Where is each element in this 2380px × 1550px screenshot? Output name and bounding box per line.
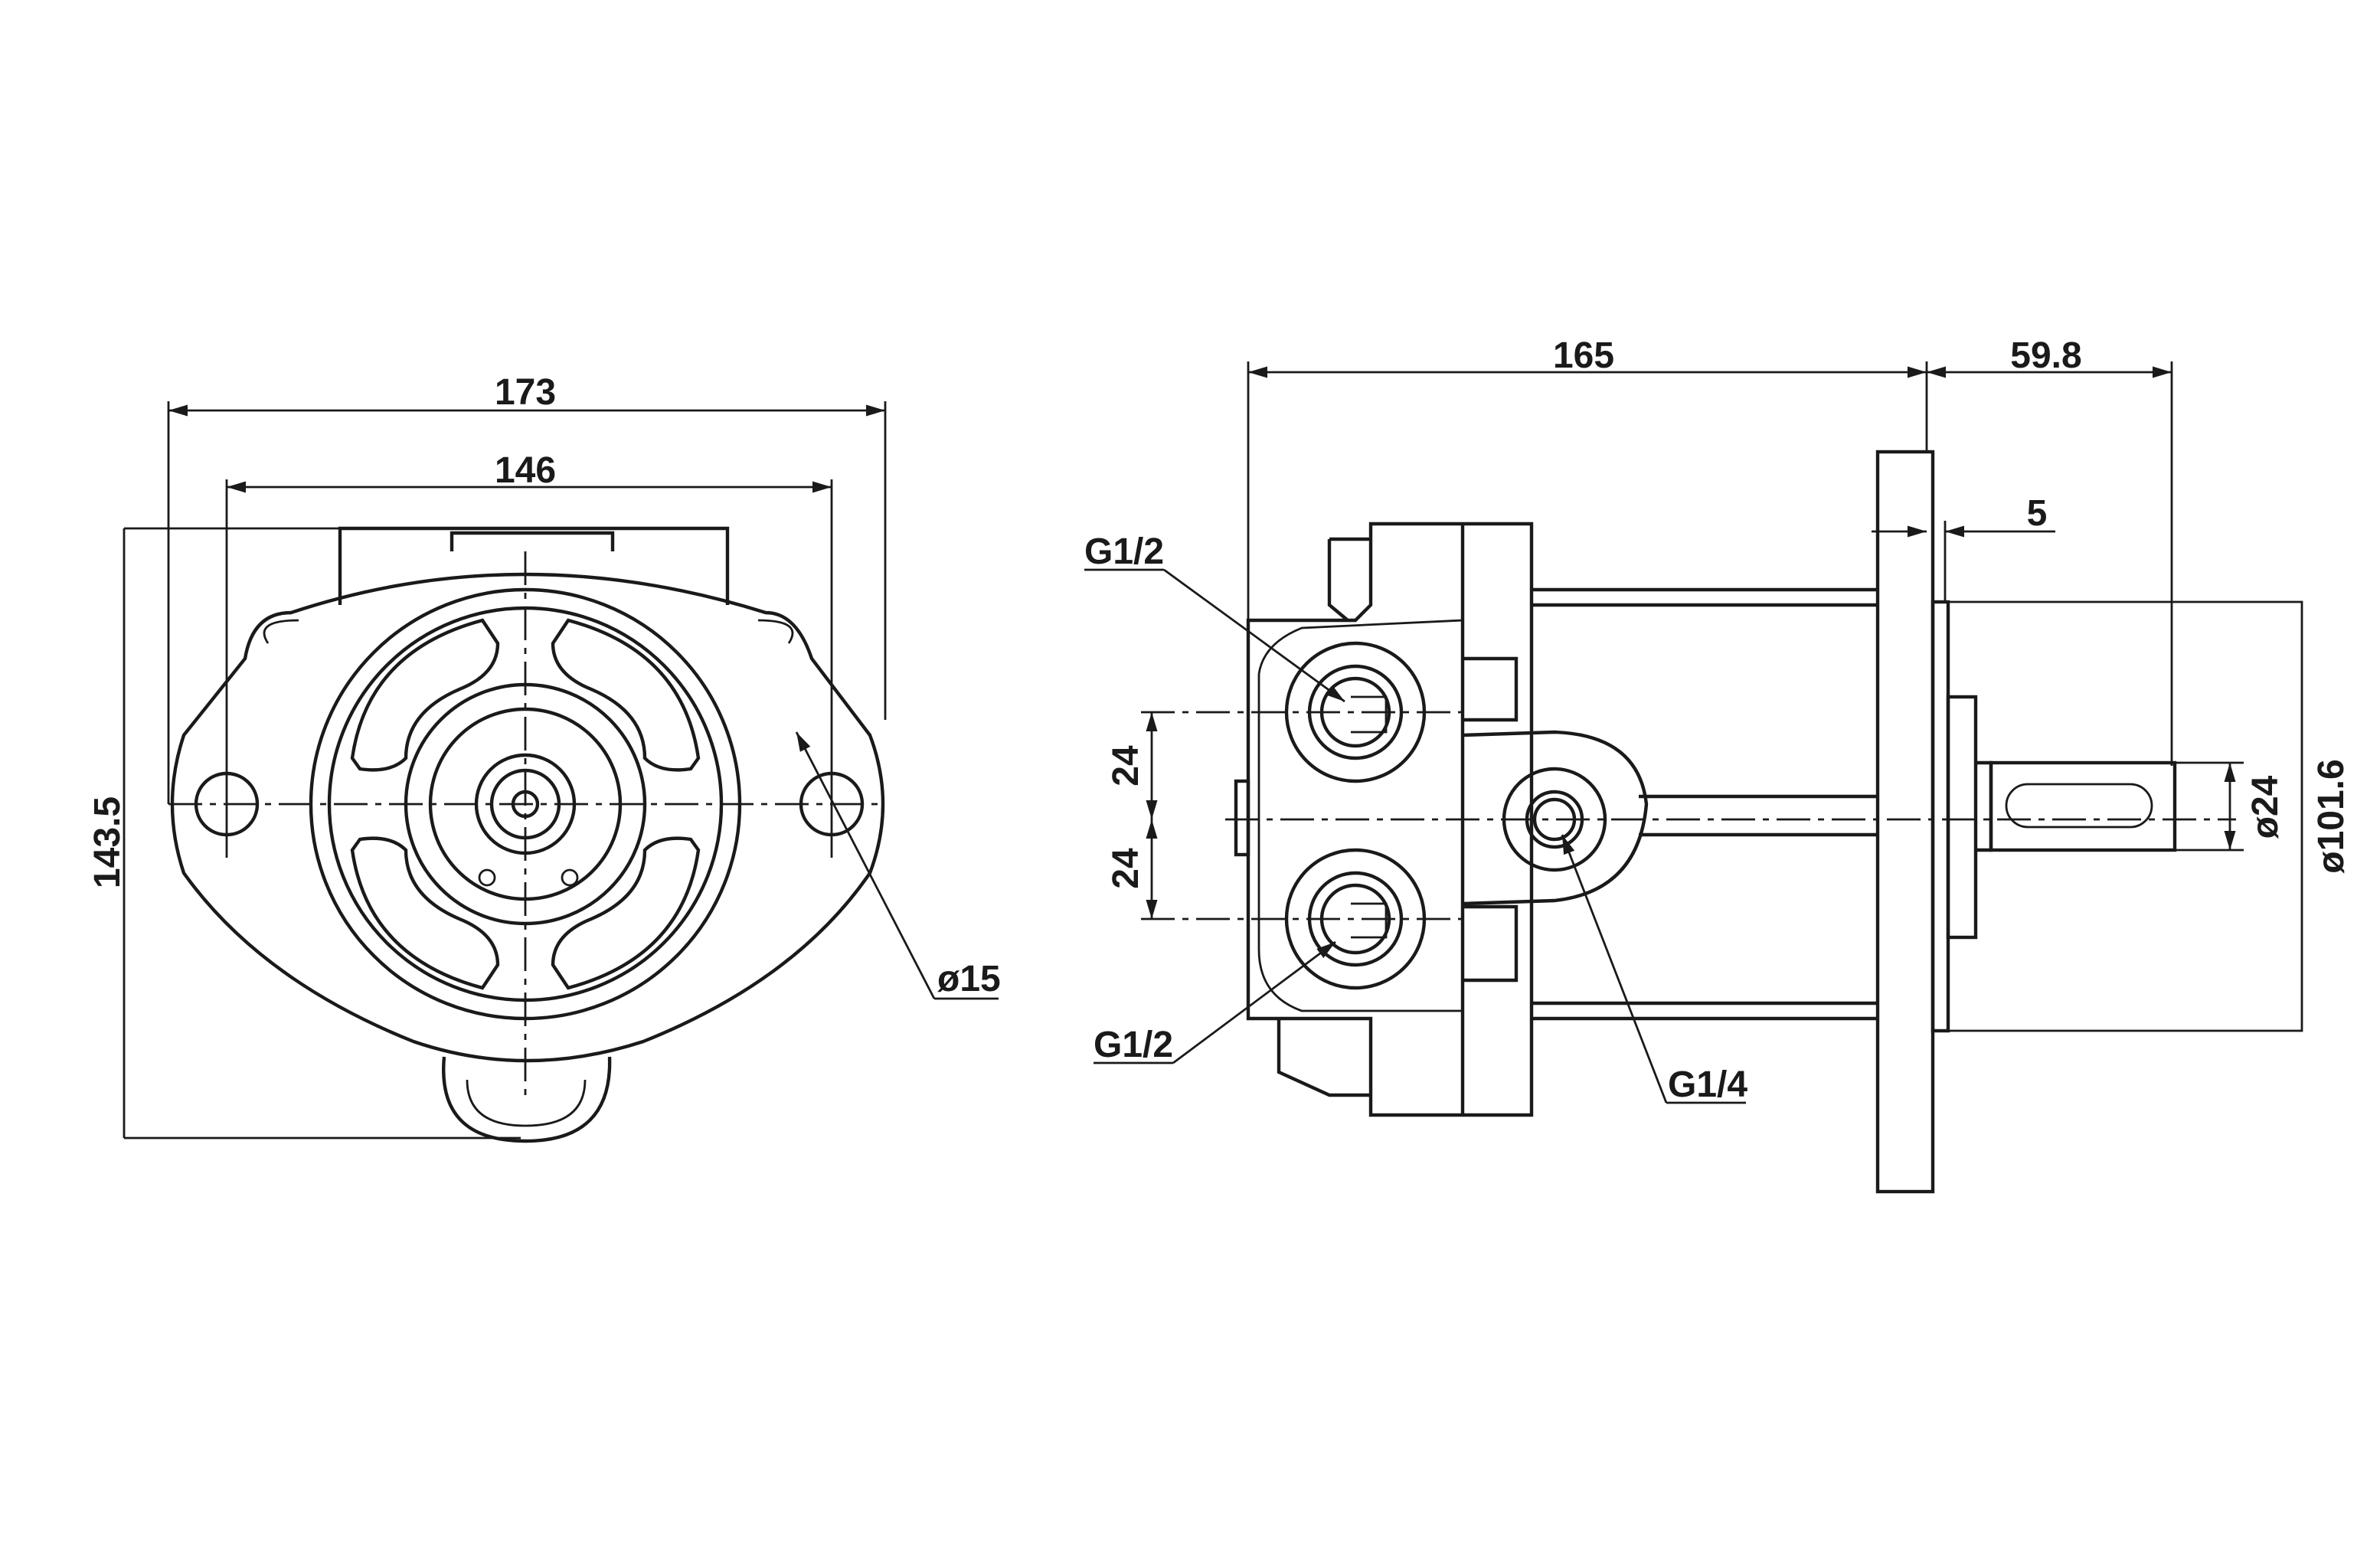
dimension-overall-width: 173 <box>168 372 885 417</box>
dimension-hole-spacing: 146 <box>227 450 832 493</box>
svg-text:165: 165 <box>1553 335 1614 376</box>
dimension-shaft-length: 59.8 <box>1927 335 2172 378</box>
svg-text:143.5: 143.5 <box>87 796 128 888</box>
dimension-port-offset-upper: 24 <box>1106 712 1158 819</box>
svg-text:24: 24 <box>1106 745 1146 786</box>
port-label-lower: G1/2 <box>1094 940 1336 1065</box>
dimension-pilot-diameter: ø101.6 <box>2311 759 2352 873</box>
dimension-height: 143.5 <box>87 796 128 888</box>
dimension-hole-diameter: ø15 <box>795 731 1001 1000</box>
dimension-port-offset-lower: 24 <box>1106 819 1158 919</box>
svg-text:146: 146 <box>495 450 556 491</box>
dimension-shaft-diameter: ø24 <box>2224 763 2286 850</box>
svg-text:G1/4: G1/4 <box>1668 1064 1747 1105</box>
svg-text:24: 24 <box>1106 848 1146 889</box>
svg-text:173: 173 <box>495 372 556 413</box>
svg-text:ø24: ø24 <box>2245 775 2286 839</box>
svg-text:G1/2: G1/2 <box>1084 531 1164 572</box>
svg-text:59.8: 59.8 <box>2010 335 2081 376</box>
port-label-drain: G1/4 <box>1561 834 1747 1105</box>
svg-text:ø15: ø15 <box>937 959 1001 999</box>
side-view: 165 59.8 5 <box>1084 335 2352 1194</box>
port-label-upper: G1/2 <box>1084 531 1345 703</box>
front-view: 173 146 143.5 <box>87 372 1001 1143</box>
dimension-body-length: 165 <box>1248 335 1927 378</box>
svg-text:5: 5 <box>2027 493 2048 534</box>
svg-text:ø101.6: ø101.6 <box>2311 759 2352 873</box>
svg-text:G1/2: G1/2 <box>1094 1025 1173 1065</box>
dimension-pilot: 5 <box>1872 493 2055 538</box>
